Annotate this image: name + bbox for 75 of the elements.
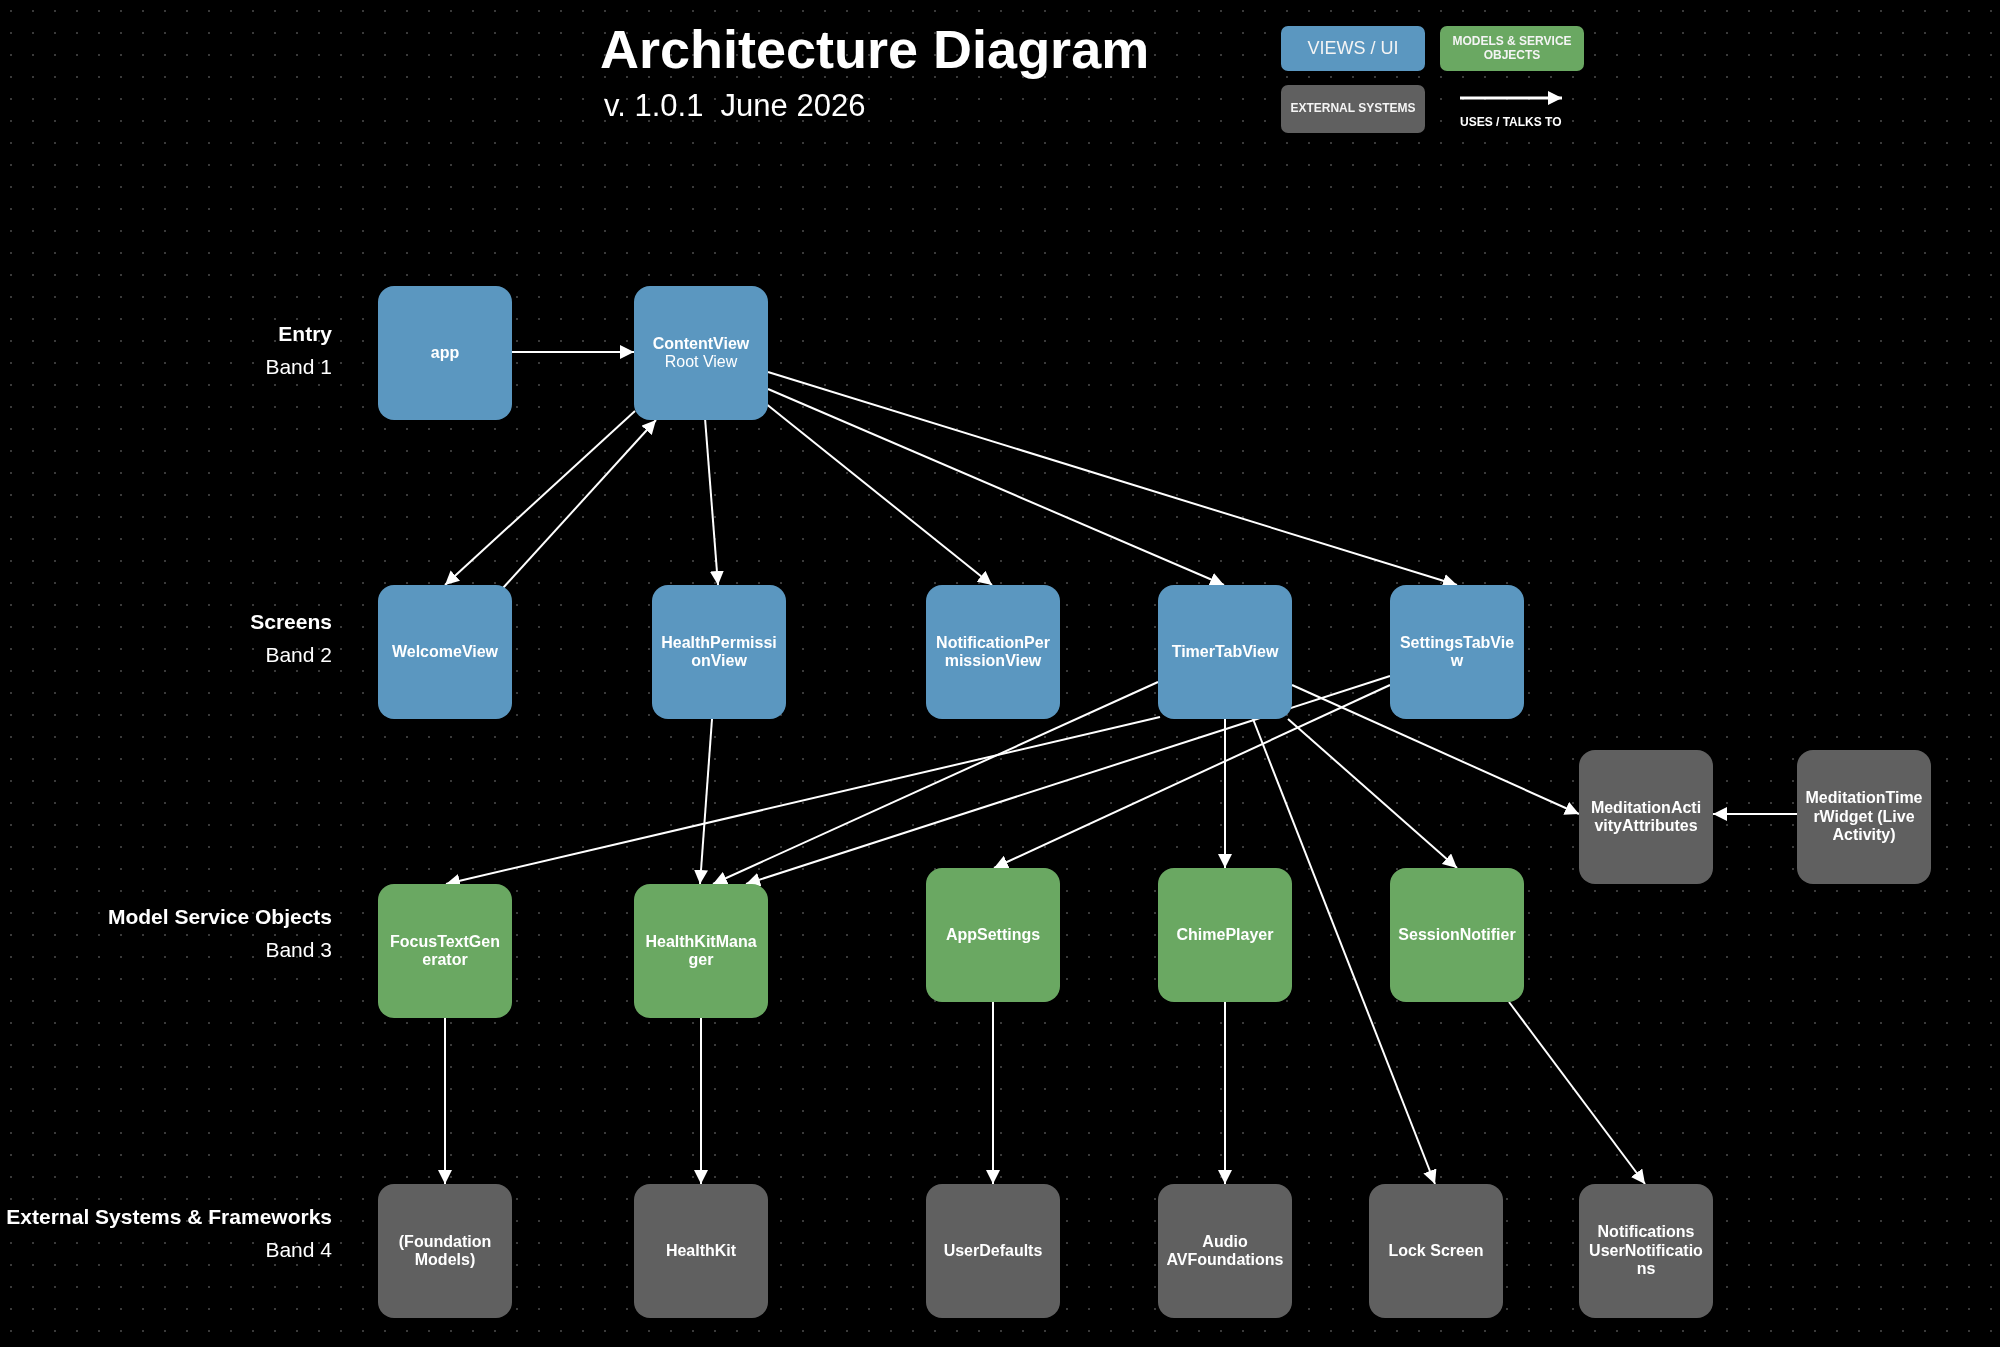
arrow <box>1712 807 1798 821</box>
arrow <box>1508 1001 1646 1185</box>
node-label: MeditationTimerWidget (Live Activity) <box>1805 789 1923 845</box>
arrow <box>1291 684 1580 815</box>
arrow <box>745 675 1391 887</box>
arrow <box>993 684 1391 869</box>
node-label: HealthKitManager <box>644 932 758 970</box>
legend-key: VIEWS / UI <box>1281 26 1425 71</box>
service-box <box>634 884 768 1018</box>
node-label: app <box>430 343 460 363</box>
service-box <box>1390 868 1524 1002</box>
diagram-title: Architecture Diagram <box>600 18 1150 80</box>
arrow <box>1218 718 1232 869</box>
node-label: WelcomeView <box>391 642 499 662</box>
view-box <box>926 585 1060 719</box>
external-system-box <box>1797 750 1931 884</box>
external-system-box <box>634 1184 768 1318</box>
band-number: Band 3 <box>265 938 332 962</box>
band-name: Screens <box>250 610 332 634</box>
band-name: Model Service Objects <box>107 905 332 929</box>
band-name: Entry <box>278 322 332 346</box>
node-label: HealthKit <box>665 1241 737 1261</box>
arrow <box>502 419 657 589</box>
band-name: External Systems & Frameworks <box>6 1205 332 1229</box>
external-system-box <box>378 1184 512 1318</box>
arrow <box>694 718 713 885</box>
node-label: NotificationPermissionView <box>935 633 1051 671</box>
node-label: TimerTabView <box>1171 642 1279 662</box>
arrow <box>511 345 635 359</box>
arrow <box>712 681 1159 885</box>
arrow <box>767 388 1225 586</box>
arrow <box>767 371 1458 588</box>
node-label: MeditationActivityAttributes <box>1589 798 1703 836</box>
node-label: UserDefaults <box>943 1241 1043 1261</box>
arrow <box>986 1001 1000 1185</box>
legend-key: MODELS & SERVICE OBJECTS <box>1440 26 1584 71</box>
version-date: v. 1.0.1 June 2026 <box>604 88 866 124</box>
external-system-box <box>1579 1184 1713 1318</box>
band-number: Band 1 <box>265 355 332 379</box>
external-system-box <box>1158 1184 1292 1318</box>
view-box <box>1158 585 1292 719</box>
view-box <box>652 585 786 719</box>
view-box <box>378 286 512 420</box>
node-label: SessionNotifier <box>1398 925 1516 945</box>
service-box <box>926 868 1060 1002</box>
node-label: SettingsTabView <box>1398 633 1516 671</box>
band-number: Band 2 <box>265 643 332 667</box>
node-label: AppSettings <box>945 925 1041 945</box>
node-label: FocusTextGenerator <box>389 932 501 970</box>
band-number: Band 4 <box>265 1238 332 1262</box>
node-label: (Foundation Models) <box>397 1232 493 1270</box>
external-system-box <box>1369 1184 1503 1318</box>
service-box <box>1158 868 1292 1002</box>
arrow <box>1218 1001 1232 1185</box>
legend-key: EXTERNAL SYSTEMS <box>1281 85 1425 133</box>
arrow <box>438 1017 452 1185</box>
node-label: ChimePlayer <box>1176 925 1274 945</box>
view-box <box>634 286 768 420</box>
arrow <box>1287 718 1458 869</box>
arrow <box>1252 718 1437 1185</box>
node-label: Notifications UserNotifications <box>1588 1223 1704 1279</box>
service-box <box>378 884 512 1018</box>
legend-text: USES / TALKS TO <box>1460 115 1562 129</box>
node-label: ContentView <box>652 334 750 353</box>
node-label: Lock Screen <box>1388 1241 1484 1261</box>
view-box <box>1390 585 1524 719</box>
node-subtitle: Root View <box>664 353 738 372</box>
node-label: HealthPermissionView <box>660 633 778 671</box>
arrow <box>694 1017 708 1185</box>
external-system-box <box>1579 750 1713 884</box>
arrow <box>444 410 636 586</box>
node-label: Audio AVFoundations <box>1166 1232 1284 1270</box>
arrow <box>704 417 724 586</box>
view-box <box>378 585 512 719</box>
external-system-box <box>926 1184 1060 1318</box>
